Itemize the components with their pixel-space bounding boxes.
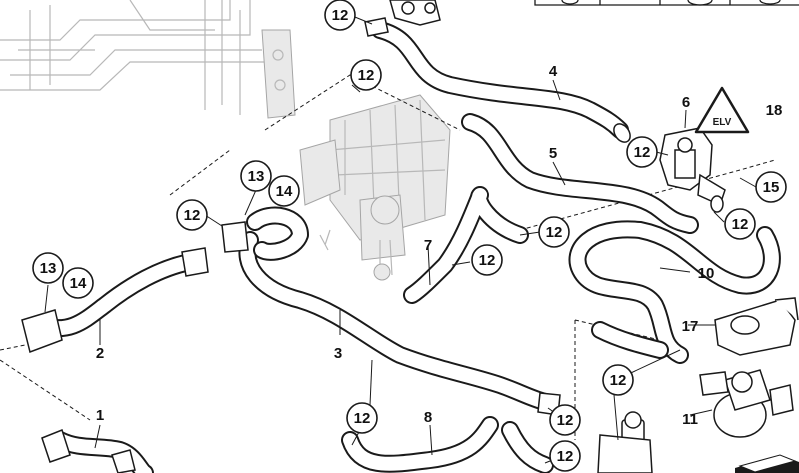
warning-triangle-18: ELV [694, 86, 750, 134]
bracket-17[interactable] [714, 297, 799, 356]
warning-label: ELV [713, 117, 732, 128]
callout-13-a[interactable]: 13 [240, 160, 272, 192]
hose-3[interactable] [221, 206, 561, 416]
svg-text:12: 12 [358, 67, 375, 84]
hose-5[interactable] [461, 113, 699, 234]
svg-text:12: 12 [546, 224, 563, 241]
engine-bay-frame-ghost [0, 0, 296, 119]
svg-text:12: 12 [634, 144, 651, 161]
svg-text:12: 12 [557, 412, 574, 429]
top-fitting[interactable] [364, 0, 441, 37]
callout-12-e[interactable]: 12 [538, 216, 570, 248]
callout-12-j[interactable]: 12 [549, 404, 581, 436]
callout-7[interactable]: 7 [424, 237, 432, 254]
svg-text:12: 12 [732, 216, 749, 233]
svg-text:12: 12 [184, 207, 201, 224]
callout-4[interactable]: 4 [549, 63, 558, 80]
callout-3[interactable]: 3 [334, 345, 342, 362]
svg-text:15: 15 [763, 179, 780, 196]
svg-text:14: 14 [276, 183, 293, 200]
callout-12-b[interactable]: 12 [350, 59, 382, 91]
callout-17[interactable]: 17 [682, 318, 699, 335]
callout-12-a[interactable]: 12 [324, 0, 356, 31]
callout-12-g[interactable]: 12 [176, 199, 208, 231]
callout-13-b[interactable]: 13 [32, 252, 64, 284]
valve-bracket-bottom[interactable] [597, 411, 653, 473]
auxiliary-heater-ghost [299, 94, 451, 281]
callout-14-a[interactable]: 14 [268, 175, 300, 207]
solenoid-valve-6[interactable] [659, 127, 726, 213]
callout-8[interactable]: 8 [424, 409, 432, 426]
parts-strip-top-right [534, 0, 799, 6]
svg-text:12: 12 [354, 410, 371, 427]
hose-8[interactable] [341, 416, 554, 473]
callout-10[interactable]: 10 [698, 265, 715, 282]
hose-1[interactable] [41, 429, 154, 473]
svg-text:12: 12 [332, 7, 349, 24]
callout-18[interactable]: 18 [766, 102, 783, 119]
hose-10[interactable] [568, 220, 781, 364]
callout-12-i[interactable]: 12 [346, 402, 378, 434]
kit-box-icon [735, 454, 799, 473]
svg-text:14: 14 [70, 275, 87, 292]
hose-2[interactable] [21, 247, 209, 353]
svg-text:13: 13 [40, 260, 57, 277]
callout-12-f[interactable]: 12 [471, 244, 503, 276]
callout-5[interactable]: 5 [549, 145, 557, 162]
callout-15[interactable]: 15 [755, 171, 787, 203]
callout-2[interactable]: 2 [96, 345, 104, 362]
callout-12-c[interactable]: 12 [626, 136, 658, 168]
svg-text:12: 12 [479, 252, 496, 269]
callout-6[interactable]: 6 [682, 94, 690, 111]
callout-12-h[interactable]: 12 [602, 364, 634, 396]
callout-11[interactable]: 11 [682, 411, 698, 428]
hose-7[interactable] [403, 186, 529, 304]
callout-14-b[interactable]: 14 [62, 267, 94, 299]
callout-12-k[interactable]: 12 [549, 440, 581, 472]
callout-12-d[interactable]: 12 [724, 208, 756, 240]
svg-text:13: 13 [248, 168, 265, 185]
hose-4[interactable] [371, 21, 633, 145]
svg-text:12: 12 [557, 448, 574, 465]
water-pump-11[interactable] [699, 369, 794, 438]
svg-text:12: 12 [610, 372, 627, 389]
callout-1[interactable]: 1 [96, 407, 104, 424]
